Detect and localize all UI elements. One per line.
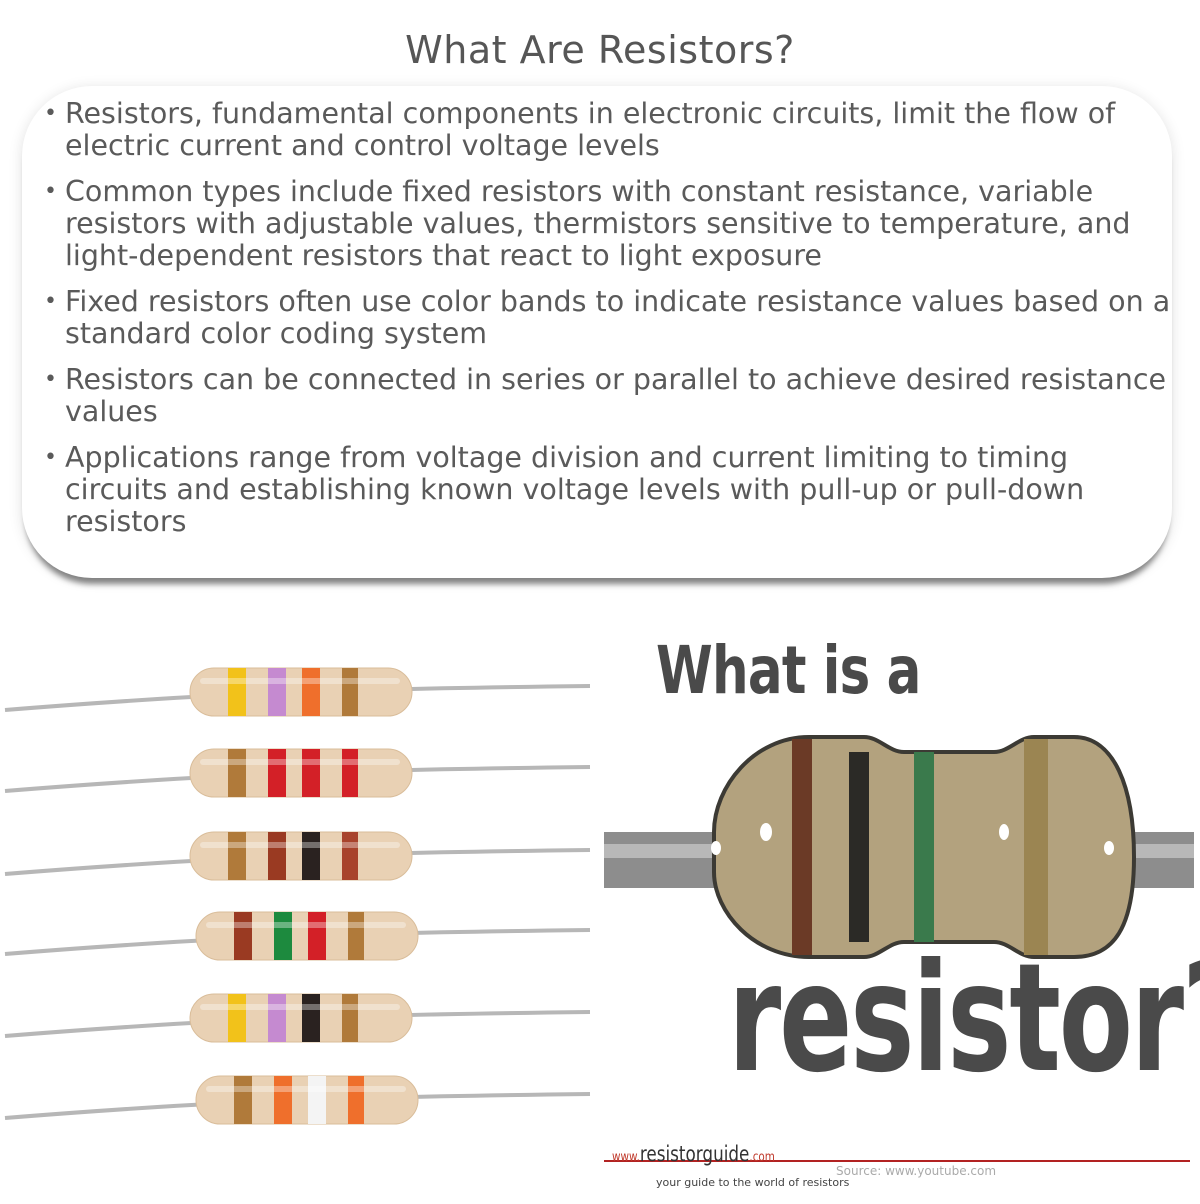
color-band (228, 994, 246, 1042)
resistor-shine (206, 1086, 406, 1092)
color-band (228, 668, 246, 716)
bullet-item: Common types include fixed resistors wit… (44, 176, 1174, 272)
color-band (234, 1076, 252, 1124)
color-band (342, 832, 358, 880)
color-band (268, 668, 286, 716)
color-band (302, 749, 320, 797)
color-band (302, 832, 320, 880)
resistor-body (189, 993, 413, 1043)
resistor (4, 993, 591, 1043)
color-band (274, 912, 292, 960)
color-band (274, 1076, 292, 1124)
bullet-item: Fixed resistors often use color bands to… (44, 286, 1174, 350)
band-brown (792, 739, 812, 955)
color-band (268, 994, 286, 1042)
resistor-body (189, 667, 413, 717)
highlight-spot (711, 841, 721, 855)
divider-line (604, 1160, 1190, 1162)
resistor (4, 748, 591, 798)
resistor-body (195, 911, 419, 961)
page-title: What Are Resistors? (405, 28, 795, 72)
resistor-shine (200, 842, 400, 848)
color-band (308, 1076, 326, 1124)
brand-www: www. (612, 1150, 640, 1165)
highlight-spot (1104, 841, 1114, 855)
color-band (348, 912, 364, 960)
resistor (4, 667, 591, 717)
color-band (342, 994, 358, 1042)
highlight-spot (999, 824, 1009, 840)
brand-logo: www.resistorguide.com (612, 1142, 775, 1166)
resistor-body (189, 748, 413, 798)
resistor-body (195, 1075, 419, 1125)
brand-tagline: your guide to the world of resistors (656, 1176, 850, 1189)
what-is-a-resistor-image: What is a resistor? www.resistorguide.co… (604, 612, 1200, 1200)
color-band (302, 994, 320, 1042)
bullet-item: Resistors can be connected in series or … (44, 364, 1174, 428)
resistor-shine (200, 1004, 400, 1010)
resistor-body (189, 831, 413, 881)
resistor (4, 911, 591, 961)
heading-resistor: resistor? (728, 932, 1200, 1106)
resistor (4, 831, 591, 881)
color-band (228, 832, 246, 880)
color-band (308, 912, 326, 960)
big-resistor-illustration (604, 735, 1194, 959)
resistor-shine (206, 922, 406, 928)
highlight-spot (760, 823, 772, 841)
band-gold (1024, 739, 1048, 955)
heading-what-is-a: What is a (656, 632, 921, 709)
image-source: Source: www.youtube.com (836, 1164, 997, 1178)
left-lead-highlight (604, 844, 734, 858)
brand-name: resistorguide (639, 1142, 750, 1166)
bullet-item: Resistors, fundamental components in ele… (44, 98, 1174, 162)
band-black (849, 752, 869, 942)
color-band (268, 832, 286, 880)
resistor-shine (200, 678, 400, 684)
band-green (914, 752, 934, 942)
color-band (234, 912, 252, 960)
resistor (4, 1075, 591, 1125)
resistors-illustration (4, 667, 591, 1125)
color-band (348, 1076, 364, 1124)
color-band (342, 749, 358, 797)
color-band (342, 668, 358, 716)
color-band (302, 668, 320, 716)
color-band (228, 749, 246, 797)
bullet-item: Applications range from voltage division… (44, 442, 1174, 538)
resistor-shine (200, 759, 400, 765)
bullet-list: Resistors, fundamental components in ele… (44, 98, 1174, 552)
resistors-photo (0, 640, 600, 1200)
color-band (268, 749, 286, 797)
brand-com: .com (749, 1150, 775, 1165)
